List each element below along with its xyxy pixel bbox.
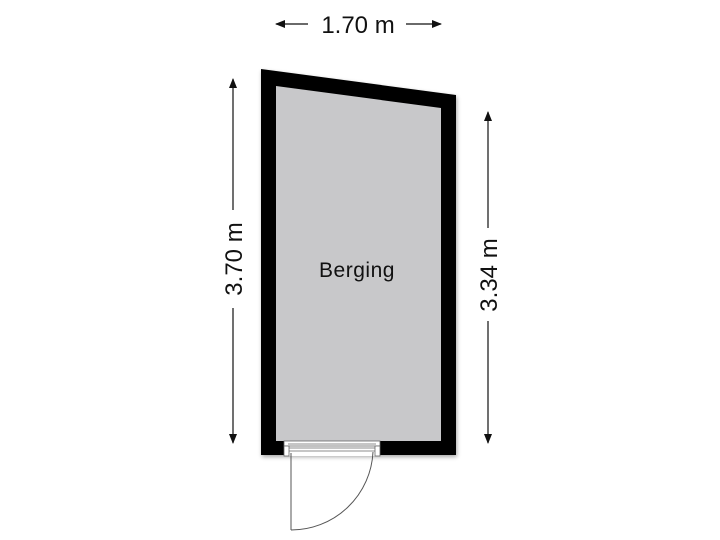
room-label: Berging (319, 259, 395, 282)
dimension-right-label: 3.34 m (476, 238, 503, 311)
door (283, 440, 381, 531)
door-swing-arc-icon (290, 451, 374, 531)
dimension-left-label: 3.70 m (221, 222, 248, 295)
dimension-right: 3.34 m (476, 111, 503, 444)
dimension-top-label: 1.70 m (321, 12, 394, 39)
dimension-left: 3.70 m (221, 78, 248, 444)
dimension-top: 1.70 m (275, 12, 442, 39)
room-floor (276, 86, 441, 441)
room-berging (261, 69, 456, 455)
